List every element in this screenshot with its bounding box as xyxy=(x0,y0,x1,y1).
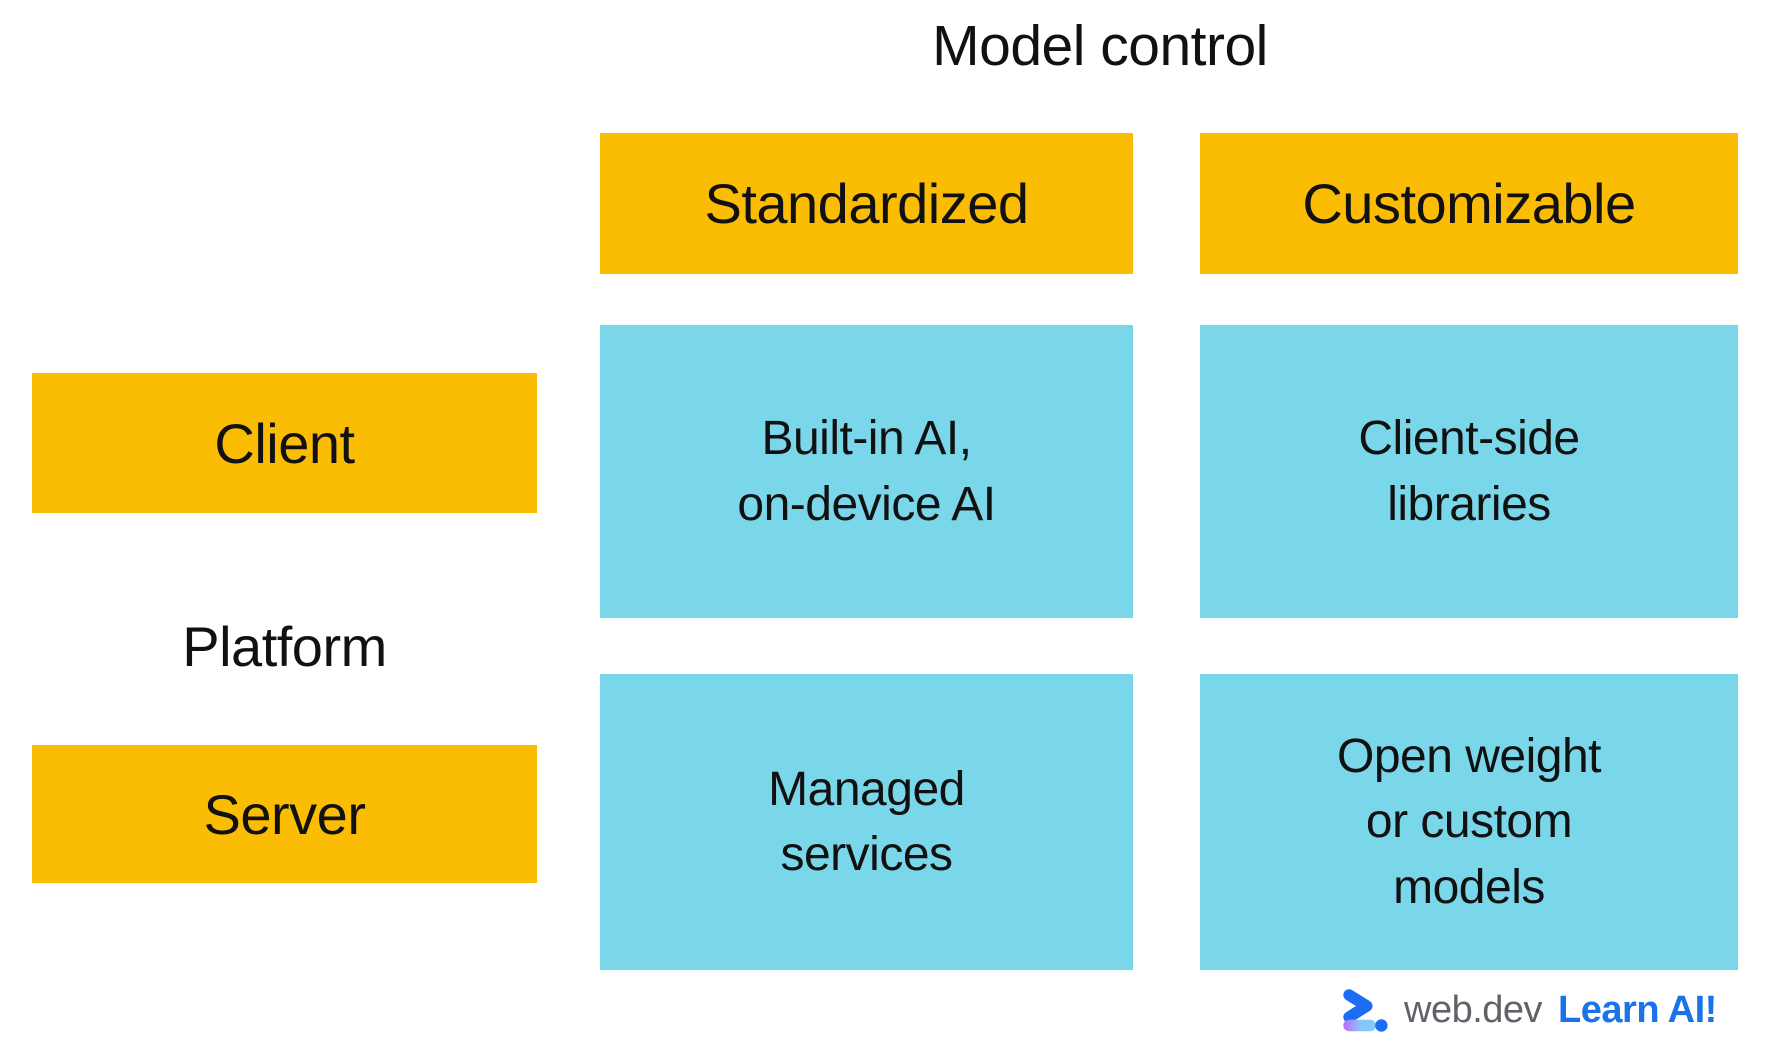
row-header-client: Client xyxy=(32,373,537,513)
row-axis-label-platform: Platform xyxy=(182,614,387,678)
row-header-server: Server xyxy=(32,745,537,883)
cell-server-standardized: Managed services xyxy=(600,674,1133,970)
column-header-standardized: Standardized xyxy=(600,133,1133,274)
cell-client-standardized: Built-in AI, on-device AI xyxy=(600,325,1133,618)
learn-ai-link[interactable]: Learn AI! xyxy=(1558,988,1717,1031)
cell-client-customizable: Client-side libraries xyxy=(1200,325,1738,618)
brand-name: web.dev xyxy=(1404,988,1543,1031)
footer-brand-bar: web.dev Learn AI! xyxy=(1342,982,1717,1038)
web-dev-logo-icon xyxy=(1342,987,1388,1033)
column-header-customizable: Customizable xyxy=(1200,133,1738,274)
cell-server-customizable: Open weight or custom models xyxy=(1200,674,1738,970)
diagram-title: Model control xyxy=(932,14,1268,78)
